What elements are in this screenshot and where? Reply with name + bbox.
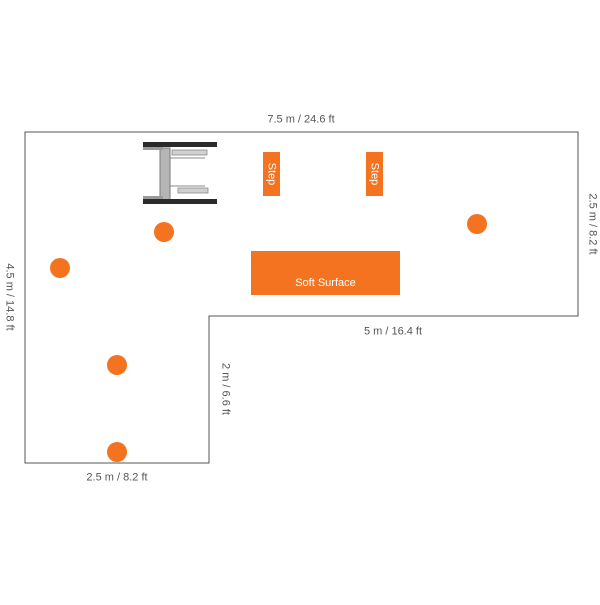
- step-label-1: Step: [266, 163, 278, 186]
- marker-dot: [107, 442, 127, 462]
- marker-dot: [467, 214, 487, 234]
- room-outline: [24, 131, 579, 464]
- step-block-2: Step: [366, 152, 383, 196]
- dimension-left: 4.5 m / 14.8 ft: [3, 263, 16, 331]
- marker-dot: [154, 222, 174, 242]
- step-block-1: Step: [263, 152, 280, 196]
- marker-dot: [107, 355, 127, 375]
- dimension-inner-vertical: 2 m / 6.6 ft: [219, 363, 232, 415]
- play-frame-icon: [143, 142, 217, 204]
- dimension-top: 7.5 m / 24.6 ft: [267, 113, 335, 126]
- marker-dot: [50, 258, 70, 278]
- dimension-bottom: 2.5 m / 8.2 ft: [86, 471, 148, 484]
- soft-surface-label: Soft Surface: [295, 277, 356, 289]
- step-label-2: Step: [369, 163, 381, 186]
- dimension-right: 2.5 m / 8.2 ft: [586, 193, 599, 255]
- dimension-inner-horizontal: 5 m / 16.4 ft: [363, 325, 423, 338]
- soft-surface-block: Soft Surface: [251, 251, 400, 295]
